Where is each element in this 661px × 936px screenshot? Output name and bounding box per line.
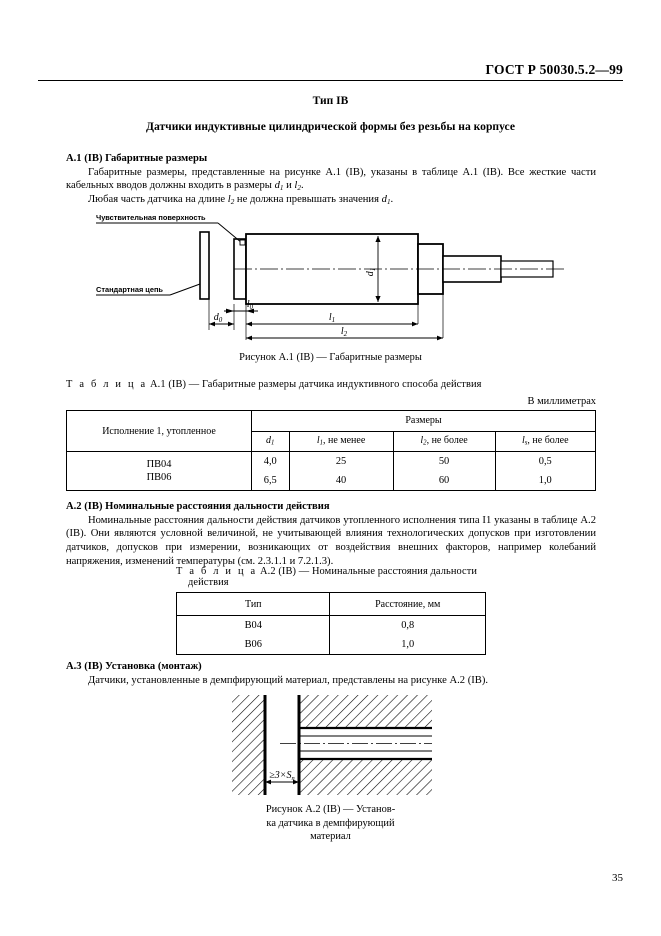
figure-a2-caption-line2: ка датчика в демпфирующий xyxy=(266,817,395,829)
table-a2-caption-line2: действия xyxy=(188,577,229,588)
section-a1-paragraph-2: Любая часть датчика на длине l2 не должн… xyxy=(66,193,596,207)
table-a1-col-l1: l1, не менее xyxy=(288,430,394,452)
table-a1-col-d1: d1 xyxy=(251,430,290,452)
table-a1-cell-exec-1: ПВ06 xyxy=(146,472,172,483)
a1-p2-text-a: Любая часть датчика на длине xyxy=(88,194,228,206)
table-row-header: Тип Расстояние, мм xyxy=(175,592,486,616)
section-a3: A.3 (IВ) Установка (монтаж) Датчики, уст… xyxy=(66,660,596,687)
page-title: Датчики индуктивные цилиндрической формы… xyxy=(146,120,515,133)
table-a2: Тип Расстояние, мм В04 0,8 В06 1,0 xyxy=(175,592,486,655)
section-a2-paragraph: Номинальные расстояния дальности действи… xyxy=(66,514,596,567)
table-a1-cell-ls-1: 1,0 xyxy=(494,471,596,491)
table-a1-cell-l1-0: 25 xyxy=(288,451,394,471)
figure-a1-caption: Рисунок А.1 (IВ) — Габаритные размеры xyxy=(239,352,422,363)
dim-label-l2: l2 xyxy=(341,326,348,338)
table-a1-cell-l1-1: 40 xyxy=(288,471,394,491)
table-a1-cell-ls-0: 0,5 xyxy=(494,451,596,471)
standard-code-header: ГОСТ Р 50030.5.2—99 xyxy=(485,62,623,77)
section-a1-paragraph-1: Габаритные размеры, представленные на ри… xyxy=(66,166,596,194)
page-number: 35 xyxy=(612,872,623,884)
table-a1-cell-d1-1: 6,5 xyxy=(251,471,290,491)
table-a1-cell-l2-1: 60 xyxy=(392,471,496,491)
table-row: В06 1,0 xyxy=(175,635,486,655)
callout-standard-circuit: Стандартная цепь xyxy=(96,285,163,294)
table-a1-col-l2: l2, не более xyxy=(392,430,496,452)
header-divider xyxy=(38,80,623,81)
a1-p2-symbol-l2: l2 xyxy=(227,194,235,207)
table-a1-caption: Т а б л и ц а А.1 (IВ) — Габаритные разм… xyxy=(66,378,596,391)
table-a2-header-distance: Расстояние, мм xyxy=(329,592,486,616)
figure-a1-drawing: d1 Чувствительная поверхность Стандартна… xyxy=(66,212,596,344)
table-a2-caption-rest: А.2 (IВ) — Номинальные расстояния дально… xyxy=(257,566,478,577)
table-a2-cell-distance-1: 1,0 xyxy=(329,635,486,655)
table-a2-caption-word: Т а б л и ц а xyxy=(176,566,258,577)
section-a3-heading: A.3 (IВ) Установка (монтаж) xyxy=(66,661,202,672)
dim-label-d1: d1 xyxy=(365,268,377,277)
table-a1-cell-l2-0: 50 xyxy=(392,451,496,471)
table-a2-cell-distance-0: 0,8 xyxy=(329,615,486,635)
damping-material-left xyxy=(232,695,265,795)
a1-p2-symbol-d1: d1 xyxy=(381,194,391,207)
a1-p2-text-end: . xyxy=(390,194,394,206)
table-a2-caption: Т а б л и ц а А.2 (IВ) — Номинальные рас… xyxy=(176,566,616,577)
a1-p1-symbol-d1: d1 xyxy=(274,180,284,193)
table-a1-caption-block: Т а б л и ц а А.1 (IВ) — Габаритные разм… xyxy=(66,378,596,409)
section-a3-paragraph: Датчики, установленные в демпфирующий ма… xyxy=(88,674,489,686)
a1-p1-text-end: . xyxy=(300,180,304,192)
callout-sensing-surface: Чувствительная поверхность xyxy=(96,213,206,222)
table-row-header-2: d1 l1, не менее l2, не более ls, не боле… xyxy=(67,430,596,452)
table-a1-cell-exec-0: ПВ04 xyxy=(146,459,172,470)
table-a1-header-sizes: Размеры xyxy=(251,410,596,432)
dim-label-d0: d0 xyxy=(214,312,223,324)
section-a2: A.2 (IВ) Номинальные расстояния дальност… xyxy=(66,500,596,569)
a1-p2-text-mid: не должна превышать значения xyxy=(234,194,382,206)
figure-a2-caption-line3: материал xyxy=(310,831,351,843)
a1-p1-text-mid: и xyxy=(283,180,295,192)
damping-material-lower-right xyxy=(299,759,432,795)
table-a1: Исполнение 1, утопленное Размеры d1 l1, … xyxy=(66,410,596,491)
figure-a2-caption-line1: Рисунок А.2 (IВ) — Установ- xyxy=(265,804,396,815)
table-a1-header-execution: Исполнение 1, утопленное xyxy=(66,410,252,452)
table-a2-header-type: Тип xyxy=(175,592,331,616)
section-a1-heading: A.1 (IВ) Габаритные размеры xyxy=(66,153,208,164)
dim-label-l0: l0 xyxy=(247,299,254,311)
figure-a2-drawing: ≥3×Sn xyxy=(232,692,432,800)
damping-material-upper-right xyxy=(299,695,432,728)
dim-label-clearance: ≥3×Sn xyxy=(269,770,294,782)
table-a1-units-note: В миллиметрах xyxy=(527,396,596,408)
section-a1: A.1 (IВ) Габаритные размеры Габаритные р… xyxy=(66,152,596,208)
table-a1-caption-rest: А.1 (IВ) — Габаритные размеры датчика ин… xyxy=(147,379,482,390)
table-row: В04 0,8 xyxy=(175,615,486,635)
table-a1-cell-d1-0: 4,0 xyxy=(251,451,290,471)
table-a1-cell-exec-group: ПВ04 ПВ06 xyxy=(66,451,252,491)
table-row: 6,5 40 60 1,0 xyxy=(67,471,596,491)
table-a2-cell-type-1: В06 xyxy=(175,635,331,655)
figure-a2-caption: Рисунок А.2 (IВ) — Установ- ка датчика в… xyxy=(0,803,661,844)
table-row: ПВ04 ПВ06 4,0 25 50 0,5 xyxy=(66,451,596,491)
section-a2-heading: A.2 (IВ) Номинальные расстояния дальност… xyxy=(66,501,330,512)
type-title: Тип IВ xyxy=(312,95,349,107)
table-row-header-1: Исполнение 1, утопленное Размеры xyxy=(66,410,596,452)
dim-label-l1: l1 xyxy=(329,312,335,324)
table-a1-caption-word: Т а б л и ц а xyxy=(66,379,148,390)
a1-p1-symbol-l2: l2 xyxy=(294,180,301,193)
table-a1-col-ls: ls, не более xyxy=(494,430,596,452)
table-a2-caption-block: Т а б л и ц а А.2 (IВ) — Номинальные рас… xyxy=(176,566,616,588)
a1-p1-text-a: Габаритные размеры, представленные на ри… xyxy=(66,166,596,192)
table-a2-cell-type-0: В04 xyxy=(175,615,331,635)
